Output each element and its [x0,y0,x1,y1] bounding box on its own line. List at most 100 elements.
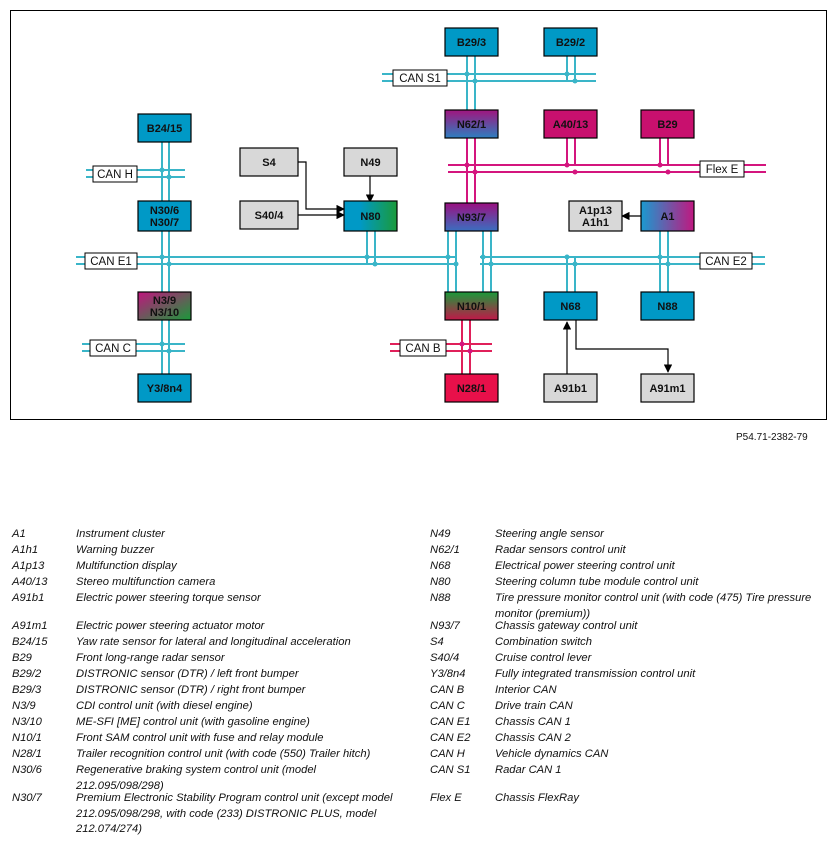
node-n68 [543,291,598,321]
legend-description: Drive train CAN [495,700,573,712]
node-label: A1p13 [579,205,612,217]
legend-code: CAN E1 [430,716,471,728]
legend-code: CAN S1 [430,764,471,776]
node-label: N62/1 [457,119,486,131]
legend-description: Instrument cluster [76,528,165,540]
legend-description: Multifunction display [76,560,177,572]
legend-description: DISTRONIC sensor (DTR) / right front bum… [76,684,306,696]
node-n88 [640,291,695,321]
legend-description: Chassis CAN 1 [495,716,571,728]
can-b-tag [399,339,447,357]
node-b29 [640,109,695,139]
can-e1-tag [84,252,138,270]
flex-e-label: Flex E [706,164,739,176]
legend-code: N80 [430,576,451,588]
legend-description: Electrical power steering control unit [495,560,675,572]
can-c-label: CAN C [95,343,131,355]
node-n3-9-n3-10 [137,291,192,321]
legend-description: Chassis gateway control unit [495,620,638,632]
legend-code: N49 [430,528,451,540]
legend-code: N88 [430,592,451,604]
legend-code: CAN C [430,700,465,712]
node-label: N28/1 [457,383,486,395]
node-b29-2 [543,27,598,57]
legend-code: CAN H [430,748,465,760]
can-e2-label: CAN E2 [705,256,747,268]
node-label: A91m1 [649,383,685,395]
legend-description: CDI control unit (with diesel engine) [76,700,253,712]
legend-code: B24/15 [12,636,48,648]
legend-code: A1 [12,528,26,540]
legend-description: Regenerative braking system control unit… [76,764,317,792]
legend-description: Chassis FlexRay [495,792,579,804]
legend-description: Vehicle dynamics CAN [495,748,609,760]
node-label: N88 [657,301,677,313]
legend-code: N30/7 [12,792,42,804]
legend-code: A91m1 [12,620,48,632]
node-label: B29/2 [556,37,585,49]
node-n10-1 [444,291,499,321]
diagram-frame [10,10,827,420]
legend-code: N68 [430,560,451,572]
node-label: N10/1 [457,301,486,313]
can-s1-tag [392,69,448,87]
legend-code: N28/1 [12,748,42,760]
figure-reference: P54.71-2382-79 [736,432,808,443]
can-h-label: CAN H [97,169,133,181]
node-n93-7 [444,202,499,232]
node-label: N80 [360,211,380,223]
can-e1-label: CAN E1 [90,256,132,268]
node-label: A1h1 [582,217,609,229]
legend-code: CAN B [430,684,465,696]
node-label: N3/10 [150,307,179,319]
legend-code: Flex E [430,792,462,804]
legend-description: Front long-range radar sensor [76,652,225,664]
legend-code: A1p13 [12,560,45,572]
legend-description: Front SAM control unit with fuse and rel… [76,732,324,744]
node-label: A1 [660,211,674,223]
n68-to-a91m1-arrow [575,320,673,373]
legend-description: Interior CAN [495,684,557,696]
legend-description: DISTRONIC sensor (DTR) / left front bump… [76,668,299,680]
legend-description: Cruise control lever [495,652,592,664]
legend-code: A91b1 [12,592,45,604]
flex-e-tag [699,160,745,178]
can-b-label: CAN B [405,343,440,355]
legend-code: N30/6 [12,764,42,776]
legend-code: A40/13 [12,576,48,588]
legend-code: S4 [430,636,444,648]
node-n30-6-n30-7 [137,200,192,232]
legend-code: Y3/8n4 [430,668,466,680]
legend-description: Warning buzzer [76,544,155,556]
legend-description: Premium Electronic Stability Program con… [76,792,393,835]
legend-code: N3/10 [12,716,42,728]
legend-code: N3/9 [12,700,36,712]
s4-to-n80-arrow [298,161,345,214]
legend-code: B29 [12,652,32,664]
legend-description: Chassis CAN 2 [495,732,571,744]
legend-description: Yaw rate sensor for lateral and longitud… [76,636,351,648]
legend-code: S40/4 [430,652,460,664]
node-a1 [640,200,695,232]
legend-code: B29/2 [12,668,42,680]
node-label: A91b1 [554,383,587,395]
node-y3-8n4 [137,373,192,403]
node-s40-4 [239,200,299,230]
node-n49 [343,147,398,177]
node-a91m1 [640,373,695,403]
node-n80 [343,200,398,232]
node-label: N30/6 [150,205,179,217]
node-label: N49 [360,157,380,169]
node-label: A40/13 [553,119,588,131]
node-label: S4 [262,157,276,169]
node-label: B29 [657,119,677,131]
can-h-tag [92,165,138,183]
legend-code: N93/7 [430,620,460,632]
legend-code: N62/1 [430,544,460,556]
node-n28-1 [444,373,499,403]
legend-description: Tire pressure monitor control unit (with… [495,592,812,620]
legend-code: CAN E2 [430,732,471,744]
node-s4 [239,147,299,177]
